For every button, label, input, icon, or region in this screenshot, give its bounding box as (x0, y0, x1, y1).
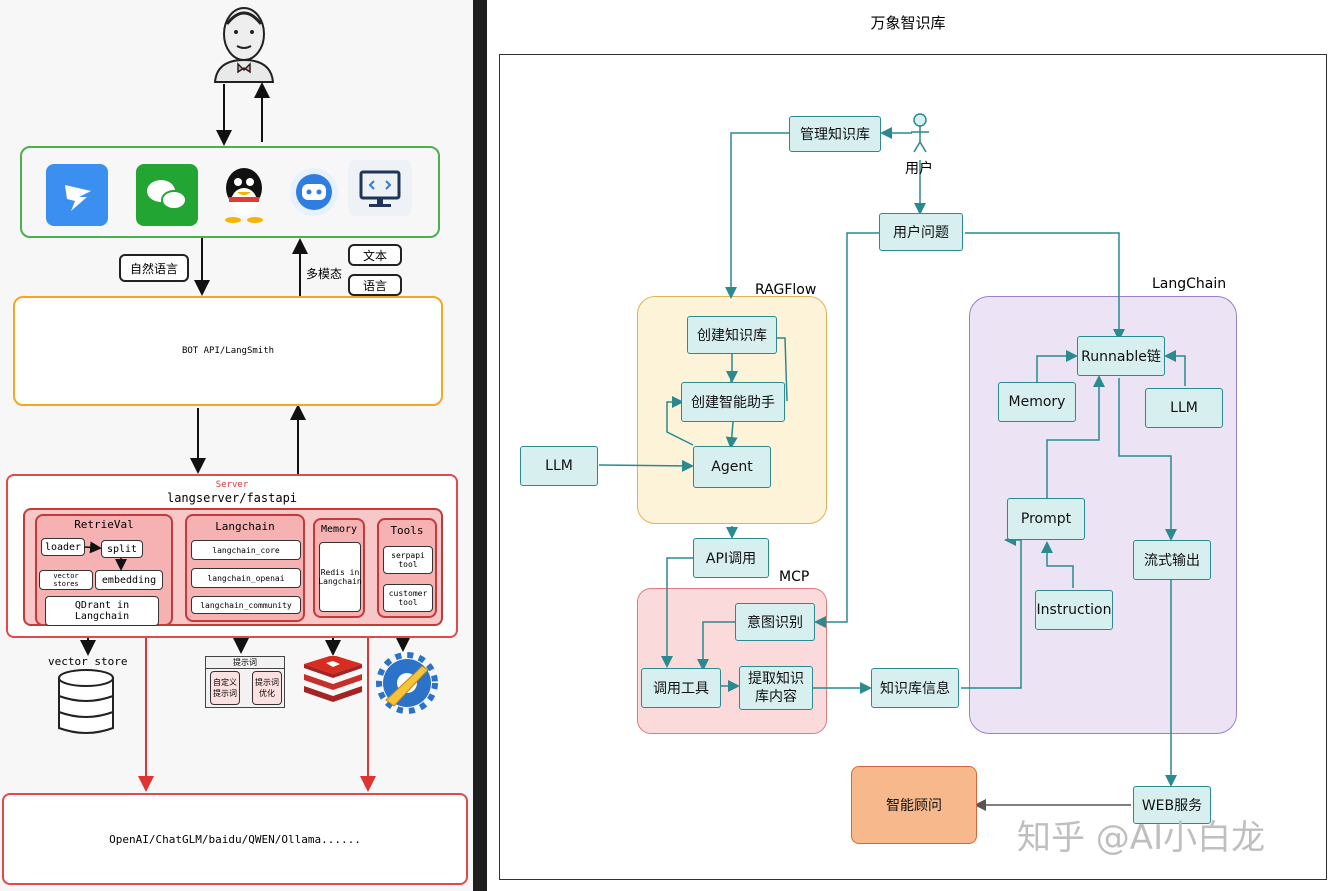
api-call-node[interactable]: API调用 (693, 538, 769, 578)
prompt-words-box: 提示词 自定义提示词 提示词优化 (205, 656, 285, 708)
serpapi-node: serpapi tool (383, 546, 433, 574)
user-avatar-icon (213, 7, 275, 83)
left-connectors (80, 82, 411, 792)
langchain-community-node: langchain_community (191, 596, 301, 614)
memory-module: Memory Redis in Langchain (313, 518, 365, 618)
langchain-label: LangChain (1152, 276, 1227, 292)
embedding-node: embedding (95, 570, 163, 590)
user-label: 用户 (905, 161, 933, 177)
natural-language-label: 自然语言 (119, 254, 189, 282)
intent-node[interactable]: 意图识别 (735, 603, 815, 641)
panel-divider (473, 0, 487, 891)
voice-label: 语言 (348, 274, 402, 296)
instruction-node[interactable]: Instruction (1035, 590, 1113, 630)
loader-node: loader (41, 538, 85, 556)
prompt-node[interactable]: Prompt (1007, 498, 1085, 540)
langchain-module: Langchain langchain_core langchain_opena… (185, 514, 305, 622)
server-title: langserver/fastapi (166, 491, 298, 505)
dingtalk-icon[interactable] (46, 164, 108, 226)
robot-icon[interactable] (286, 164, 342, 220)
qdrant-node: QDrant in Langchain (45, 596, 159, 626)
wechat-icon[interactable] (136, 164, 198, 226)
create-assistant-node[interactable]: 创建智能助手 (681, 382, 785, 422)
diagram-title: 万象智识库 (870, 14, 946, 32)
server-box: Server langserver/fastapi RetrieVal load… (6, 474, 458, 638)
custom-prompt-node: 自定义提示词 (210, 671, 240, 705)
llm-node[interactable]: LLM (1145, 388, 1223, 428)
smart-advisor-node[interactable]: 智能顾问 (851, 766, 977, 844)
server-label: Server (215, 480, 249, 490)
agent-node[interactable]: Agent (693, 446, 771, 488)
channels-box (20, 146, 440, 238)
user-figure-icon (911, 113, 929, 153)
vector-stores-node: vector stores (39, 570, 93, 590)
modules-box: RetrieVal loader split vector stores emb… (23, 508, 443, 626)
extract-kb-node[interactable]: 提取知识库内容 (739, 666, 813, 710)
redis-node: Redis in Langchain (318, 542, 362, 612)
llm-providers-box: OpenAI/ChatGLM/baidu/QWEN/Ollama...... (2, 793, 468, 885)
kb-info-node[interactable]: 知识库信息 (871, 668, 959, 708)
webpage-icon[interactable] (348, 160, 412, 216)
tools-module: Tools serpapi tool customer tool (377, 518, 437, 618)
flow-connectors (598, 113, 1186, 811)
call-tool-node[interactable]: 调用工具 (641, 668, 721, 708)
redis-icon (304, 656, 362, 702)
prompt-words-title: 提示词 (206, 657, 284, 669)
user-question-node[interactable]: 用户问题 (879, 213, 963, 251)
memory-node[interactable]: Memory (998, 382, 1076, 422)
create-kb-node[interactable]: 创建知识库 (687, 316, 777, 354)
ragflow-label: RAGFlow (755, 282, 817, 298)
gear-wrench-icon (376, 652, 438, 714)
web-service-node[interactable]: WEB服务 (1133, 786, 1211, 824)
bot-api-box: BOT API/LangSmith (13, 296, 443, 406)
memory-title: Memory (320, 524, 358, 535)
tools-title: Tools (390, 524, 424, 537)
multimodal-label: 多模态 (306, 267, 343, 281)
left-architecture-panel: 自然语言 多模态 文本 语言 BOT API/LangSmith Server … (0, 0, 473, 891)
customer-tool-node: customer tool (383, 584, 433, 612)
database-icon (58, 669, 114, 734)
qq-icon[interactable] (214, 162, 274, 226)
langchain-core-node: langchain_core (191, 540, 301, 560)
text-label: 文本 (348, 244, 402, 266)
langchain-openai-node: langchain_openai (191, 568, 301, 588)
watermark: 知乎 @AI小白龙 (1017, 818, 1266, 858)
prompt-optimize-node: 提示词优化 (252, 671, 282, 705)
vector-store-label: vector store (48, 655, 128, 668)
mcp-label: MCP (779, 569, 810, 585)
runnable-node[interactable]: Runnable链 (1077, 336, 1165, 376)
stream-output-node[interactable]: 流式输出 (1133, 540, 1211, 580)
retrieval-arrows (84, 541, 127, 571)
diagram-frame (499, 54, 1327, 880)
llm-input-node[interactable]: LLM (520, 446, 598, 486)
retrieval-title: RetrieVal (74, 518, 134, 531)
manage-kb-node[interactable]: 管理知识库 (789, 116, 881, 152)
right-flow-panel: 万象智识库 RAGFlow MCP LangChain (487, 0, 1329, 891)
langchain-title: Langchain (215, 520, 275, 533)
retrieval-module: RetrieVal loader split vector stores emb… (35, 514, 173, 626)
